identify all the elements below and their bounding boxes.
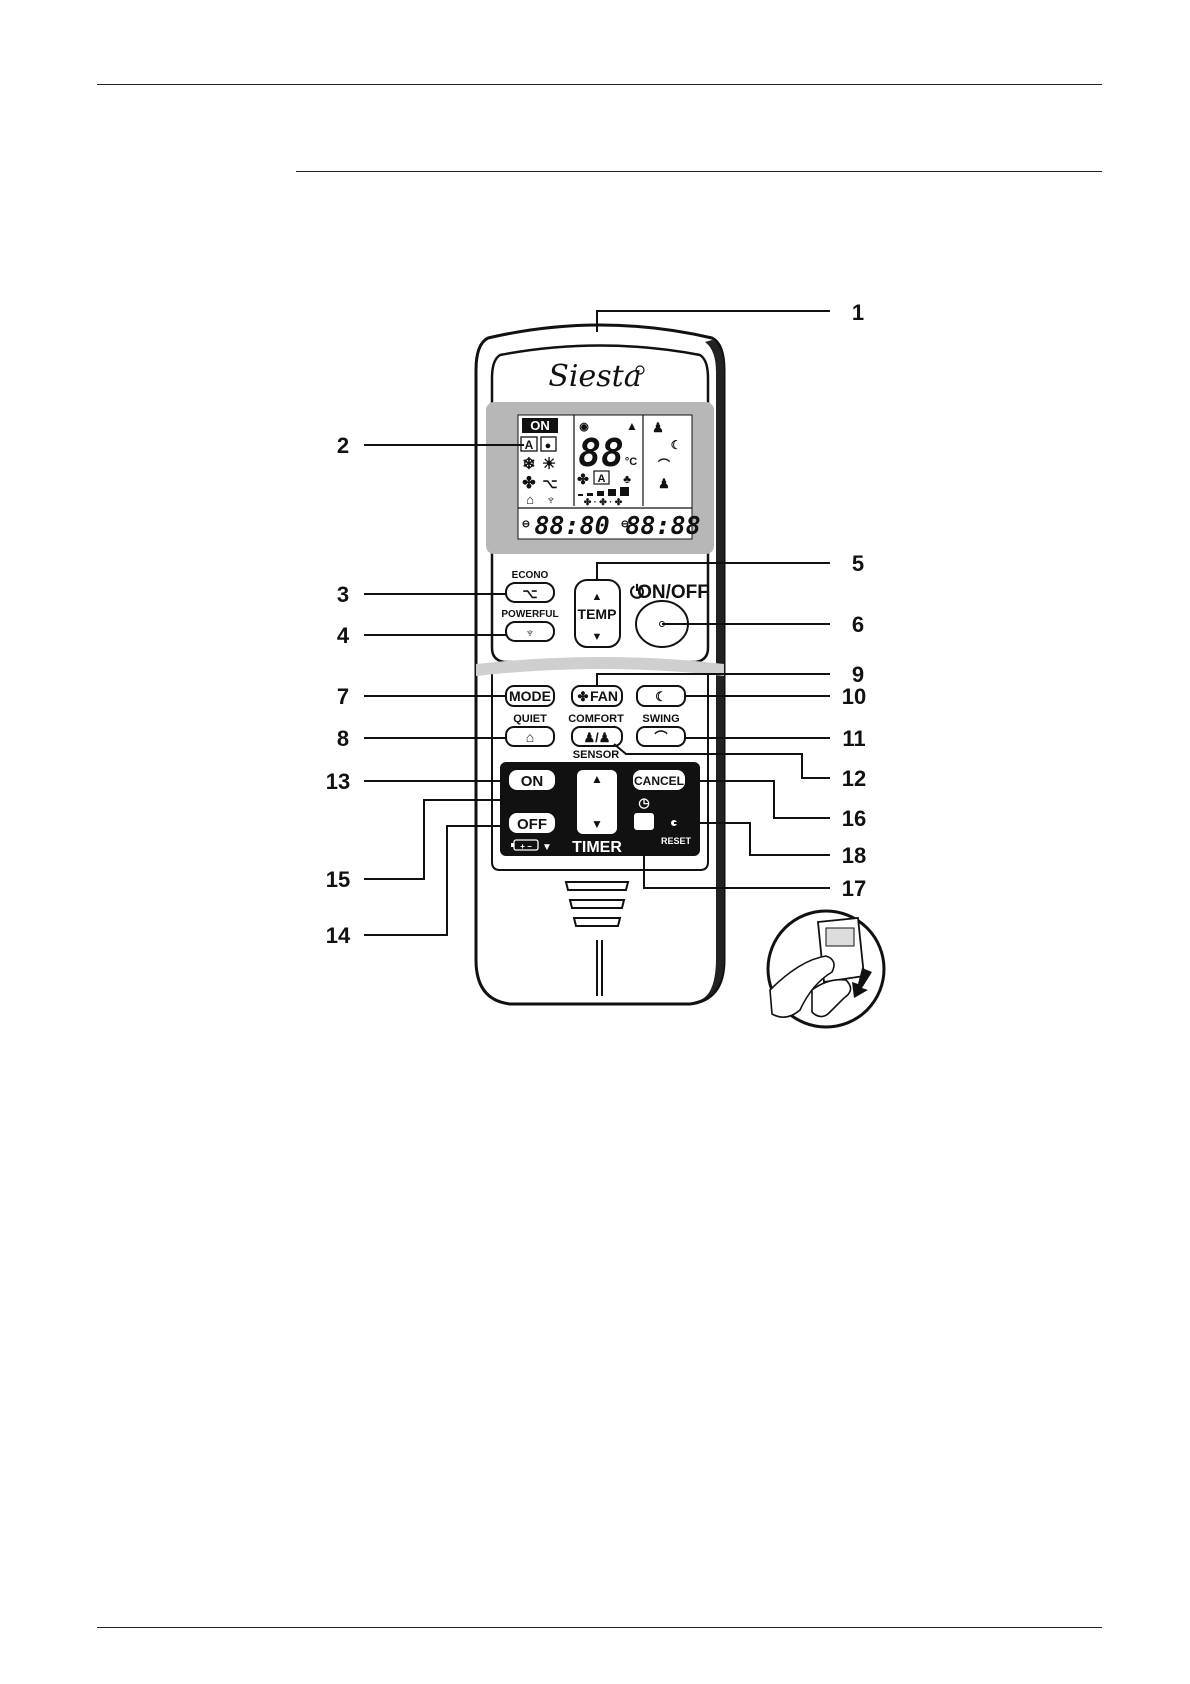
callout-1: 1 xyxy=(852,300,864,325)
lcd-swing-icon: ⌒ xyxy=(657,457,670,472)
temp-button[interactable]: ▲ TEMP ▼ xyxy=(575,580,620,647)
callout-2: 2 xyxy=(337,433,349,458)
temp-down-icon[interactable]: ▼ xyxy=(592,631,603,643)
swing-icon: ⌒ xyxy=(653,730,668,745)
swing-label: SWING xyxy=(642,713,679,725)
callout-14: 14 xyxy=(326,923,351,948)
on-off-label: ON/OFF xyxy=(637,582,709,603)
quiet-icon: ⌂ xyxy=(526,729,534,745)
lcd-silent-icon: ♣ xyxy=(623,472,631,486)
mode-label: MODE xyxy=(509,688,551,704)
fan-label: FAN xyxy=(590,688,618,704)
callout-12: 12 xyxy=(842,766,866,791)
lcd-powerful-icon: ♆ xyxy=(546,492,556,507)
comfort-label: COMFORT xyxy=(568,713,624,725)
timer-up-icon[interactable]: ▲ xyxy=(591,772,603,786)
lcd-timer-off: 88:80 xyxy=(534,511,609,540)
lcd-airflow-icon: ☾ xyxy=(671,438,682,452)
lcd-timer-on: 88:88 xyxy=(625,511,700,540)
lcd-comfort-icon: ♟ xyxy=(652,420,664,435)
callout-8: 8 xyxy=(337,726,349,751)
powerful-button[interactable]: ♆ xyxy=(506,622,554,641)
fan-button[interactable]: ✤ FAN xyxy=(572,686,622,706)
temp-up-icon[interactable]: ▲ xyxy=(592,591,603,603)
lcd-unit: °C xyxy=(625,456,637,468)
callout-17: 17 xyxy=(842,876,866,901)
svg-text:▼: ▼ xyxy=(542,842,552,853)
quiet-button[interactable]: ⌂ xyxy=(506,727,554,746)
sensor-icon: ♟/♟ xyxy=(584,730,611,745)
cancel-button[interactable]: CANCEL xyxy=(633,770,685,790)
lcd-fan-auto: A xyxy=(598,473,606,485)
clock-button[interactable] xyxy=(634,813,654,830)
comfort-airflow-button[interactable]: ☾ xyxy=(637,686,685,706)
callout-5: 5 xyxy=(852,551,864,576)
lcd-heat-icon: ☀ xyxy=(542,456,556,473)
callout-7: 7 xyxy=(337,684,349,709)
callout-15: 15 xyxy=(326,867,350,892)
callout-6: 6 xyxy=(852,612,864,637)
econo-button[interactable]: ⌥ xyxy=(506,583,554,602)
lcd-clock-off-icon: ⊖ xyxy=(522,519,530,530)
callout-4: 4 xyxy=(337,623,350,648)
swing-button[interactable]: ⌒ xyxy=(637,727,685,746)
lcd-fan-speed-icon: ✤ xyxy=(577,471,589,487)
temp-label: TEMP xyxy=(578,606,617,622)
lcd-fan-icon: ✤ xyxy=(522,475,536,492)
timer-down-icon[interactable]: ▼ xyxy=(591,817,603,831)
callout-3: 3 xyxy=(337,582,349,607)
lcd-up-arrow-icon: ▲ xyxy=(626,419,638,433)
lcd-temperature: 88 xyxy=(578,431,624,475)
reset-label: RESET xyxy=(661,836,692,846)
lcd-auto-mode: A xyxy=(525,438,534,452)
clock-icon: ◷ xyxy=(638,795,649,810)
timer-button[interactable]: ▲ ▼ xyxy=(577,770,617,834)
lcd-sensor-icon: ♟ xyxy=(658,476,670,491)
econo-icon: ⌥ xyxy=(523,586,538,601)
quiet-label: QUIET xyxy=(513,713,547,725)
timer-on-label: ON xyxy=(521,773,544,790)
callout-18: 18 xyxy=(842,843,866,868)
timer-off-label: OFF xyxy=(517,816,547,833)
timer-label: TIMER xyxy=(572,839,622,856)
callout-16: 16 xyxy=(842,806,866,831)
callout-11: 11 xyxy=(842,726,865,751)
lcd-cool-icon: ❄ xyxy=(522,456,535,473)
lcd-econo-icon: ⌥ xyxy=(543,476,558,491)
lcd-dry-icon: ● xyxy=(545,440,552,452)
comfort-airflow-icon: ☾ xyxy=(655,689,667,704)
lcd-quiet-icon: ⌂ xyxy=(526,492,534,507)
brand-logo: Siesta xyxy=(548,359,641,394)
lcd-on-indicator: ON xyxy=(530,418,550,433)
lcd-display: ON A ● ❄ ☀ ✤ ⌥ ⌂ ♆ ◉ ▲ 88 °C ✤ A ♣ ✤ · ✤… xyxy=(486,402,714,554)
cancel-label: CANCEL xyxy=(634,774,684,788)
timer-off-button[interactable]: OFF xyxy=(509,813,555,833)
econo-label: ECONO xyxy=(512,570,549,581)
cover-opening-inset xyxy=(768,911,884,1027)
sensor-label: SENSOR xyxy=(573,749,620,761)
fan-icon: ✤ xyxy=(578,689,589,704)
svg-text:+ −: + − xyxy=(520,842,532,851)
powerful-icon: ♆ xyxy=(525,625,535,640)
comfort-sensor-button[interactable]: ♟/♟ xyxy=(572,727,622,746)
callout-10: 10 xyxy=(842,684,866,709)
timer-on-button[interactable]: ON xyxy=(509,770,555,790)
lcd-fan-steps-icon: ✤ · ✤ · ✤ xyxy=(584,497,623,507)
powerful-label: POWERFUL xyxy=(501,609,558,620)
mode-button[interactable]: MODE xyxy=(506,686,554,706)
callout-13: 13 xyxy=(326,769,350,794)
